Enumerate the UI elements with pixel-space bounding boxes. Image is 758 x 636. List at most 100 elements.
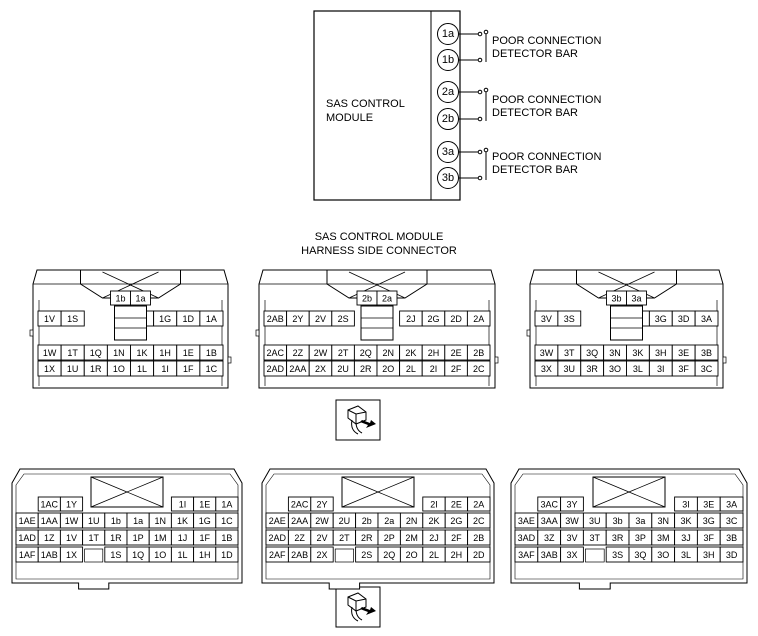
- pin-cell-label: 3E: [703, 500, 714, 510]
- pin-cell-label: 3Y: [566, 500, 577, 510]
- pin-label: 2a: [442, 86, 455, 98]
- pin-cell-label: 3Q: [586, 348, 598, 358]
- pin-cell-label: 1AA: [41, 516, 58, 526]
- pin-cell-label: 3L: [681, 550, 691, 560]
- pin-cell-label: 1U: [88, 516, 100, 526]
- pin-cell-label: 1L: [177, 550, 187, 560]
- pin-cell-label: 3G: [703, 516, 715, 526]
- pin-cell-label: 3V: [541, 314, 552, 324]
- pin-cell-label: 1G: [199, 516, 211, 526]
- pin-cell-label: 3W: [540, 348, 554, 358]
- pin-cell-label: 2AD: [267, 364, 285, 374]
- pin-cell-label: 3a: [631, 294, 641, 304]
- pin-cell-label: 3I: [657, 364, 665, 374]
- pin-cell: [310, 546, 334, 563]
- harness-title-line2: HARNESS SIDE CONNECTOR: [301, 245, 457, 257]
- pin-cell-label: 2AC: [267, 348, 285, 358]
- pin-cell-label: 2Z: [293, 348, 304, 358]
- pin-label: 1b: [442, 54, 454, 66]
- pin-cell-label: 2A: [473, 314, 484, 324]
- pin-cell-label: 3F: [704, 533, 715, 543]
- pin-cell: [215, 529, 239, 546]
- pin-cell-label: 2D: [450, 314, 462, 324]
- pin-cell-label: 3O: [609, 364, 621, 374]
- pin-cell-label: 2T: [339, 533, 350, 543]
- pin-cell-label: 3O: [657, 550, 669, 560]
- pin-cell-label: 2N: [406, 516, 418, 526]
- pin-cell: [467, 512, 491, 529]
- pin-cell: [199, 360, 224, 377]
- pin-cell-label: 1R: [110, 533, 122, 543]
- pin-cell: [466, 360, 491, 377]
- pin-cell-label: 2K: [405, 348, 416, 358]
- pin-cell-label: 3M: [657, 533, 670, 543]
- pin-cell-label: 1J: [178, 533, 188, 543]
- pin-cell-label: 3P: [635, 533, 646, 543]
- pin-pair-1: 1a 1b POOR CONNECTION DETECTOR BAR: [437, 23, 601, 71]
- pin-cell-label: 1Y: [66, 500, 77, 510]
- pin-cell-label: 1D: [221, 550, 233, 560]
- pin-cell: [215, 496, 239, 512]
- pin-cell-label: 3R: [612, 533, 624, 543]
- pin-cell-label: 1U: [67, 364, 79, 374]
- pin-cell-label: 1D: [183, 314, 195, 324]
- pin-cell-label: 3F: [678, 364, 689, 374]
- pin-cell-label: 1B: [206, 348, 217, 358]
- pin-cell-label: 2AD: [268, 533, 286, 543]
- pin-cell-label: 2X: [316, 550, 327, 560]
- pin-cell-label: 3H: [655, 348, 667, 358]
- pin-cell-label: 2L: [406, 364, 416, 374]
- pin-cell: [467, 546, 491, 563]
- pin-cell-label: 1A: [221, 500, 232, 510]
- pin-cell: [557, 310, 582, 327]
- pin-cell: [719, 496, 744, 512]
- pin-cell: [467, 496, 491, 512]
- pin-cell-label: 1V: [44, 314, 55, 324]
- pin-cell-label: 3AA: [541, 516, 558, 526]
- pin-cell: [466, 344, 491, 361]
- pin-cell-label: 1R: [90, 364, 102, 374]
- pin-cell-label: 2S: [338, 314, 349, 324]
- pin-cell-label: 2B: [473, 348, 484, 358]
- sas-control-module: SAS CONTROL MODULE: [313, 10, 461, 201]
- upper-connector-1: 1b1a1V1S1J1G1D1A1W1T1Q1N1K1H1E1B1X1U1R1O…: [29, 269, 232, 389]
- pin-cell-label: 2C: [473, 364, 485, 374]
- pin-cell-label: 1H: [199, 550, 211, 560]
- pin-cell-label: 2U: [339, 516, 351, 526]
- pin-cell-label: 2V: [316, 533, 327, 543]
- pin-cell-label: 2E: [451, 348, 462, 358]
- pin-cell-label: 2O: [382, 364, 394, 374]
- pin-cell-label: 1C: [206, 364, 218, 374]
- pin-cell-label: 2W: [314, 348, 328, 358]
- pin-label: 3a: [442, 146, 455, 158]
- detector-label-line1: POOR CONNECTION: [492, 151, 601, 163]
- pin-cell-label: 2E: [451, 500, 462, 510]
- pin-cell-label: 2T: [338, 348, 349, 358]
- pin-cell: [560, 496, 584, 512]
- pin-cell-label: 2O: [406, 550, 418, 560]
- pin-cell: [466, 310, 491, 327]
- pin-cell-label: 3AB: [541, 550, 558, 560]
- pin-cell-label: 1F: [183, 364, 194, 374]
- pin-cell-label: 2J: [406, 314, 416, 324]
- pin-cell-label: 2F: [451, 533, 462, 543]
- pin-cell: [215, 546, 239, 563]
- pin-cell-label: 3S: [564, 314, 575, 324]
- pin-cell-label: 3R: [586, 364, 598, 374]
- pin-cell-label: 2b: [362, 294, 372, 304]
- pin-cell-label: 1T: [88, 533, 99, 543]
- detector-label-line2: DETECTOR BAR: [492, 107, 578, 119]
- pin-cell-label: 1T: [67, 348, 78, 358]
- pin-cell-label: 1K: [137, 348, 148, 358]
- pin-cell: [59, 546, 84, 563]
- pin-label: 1a: [442, 28, 455, 40]
- pin-cell-label: 3N: [657, 516, 669, 526]
- pin-cell-label: 1N: [113, 348, 125, 358]
- pin-cell-label: 2V: [315, 314, 326, 324]
- pin-pair-2: 2a 2b POOR CONNECTION DETECTOR BAR: [437, 81, 601, 130]
- pin-cell-label: 2Y: [292, 314, 303, 324]
- pin-cell: [331, 310, 355, 327]
